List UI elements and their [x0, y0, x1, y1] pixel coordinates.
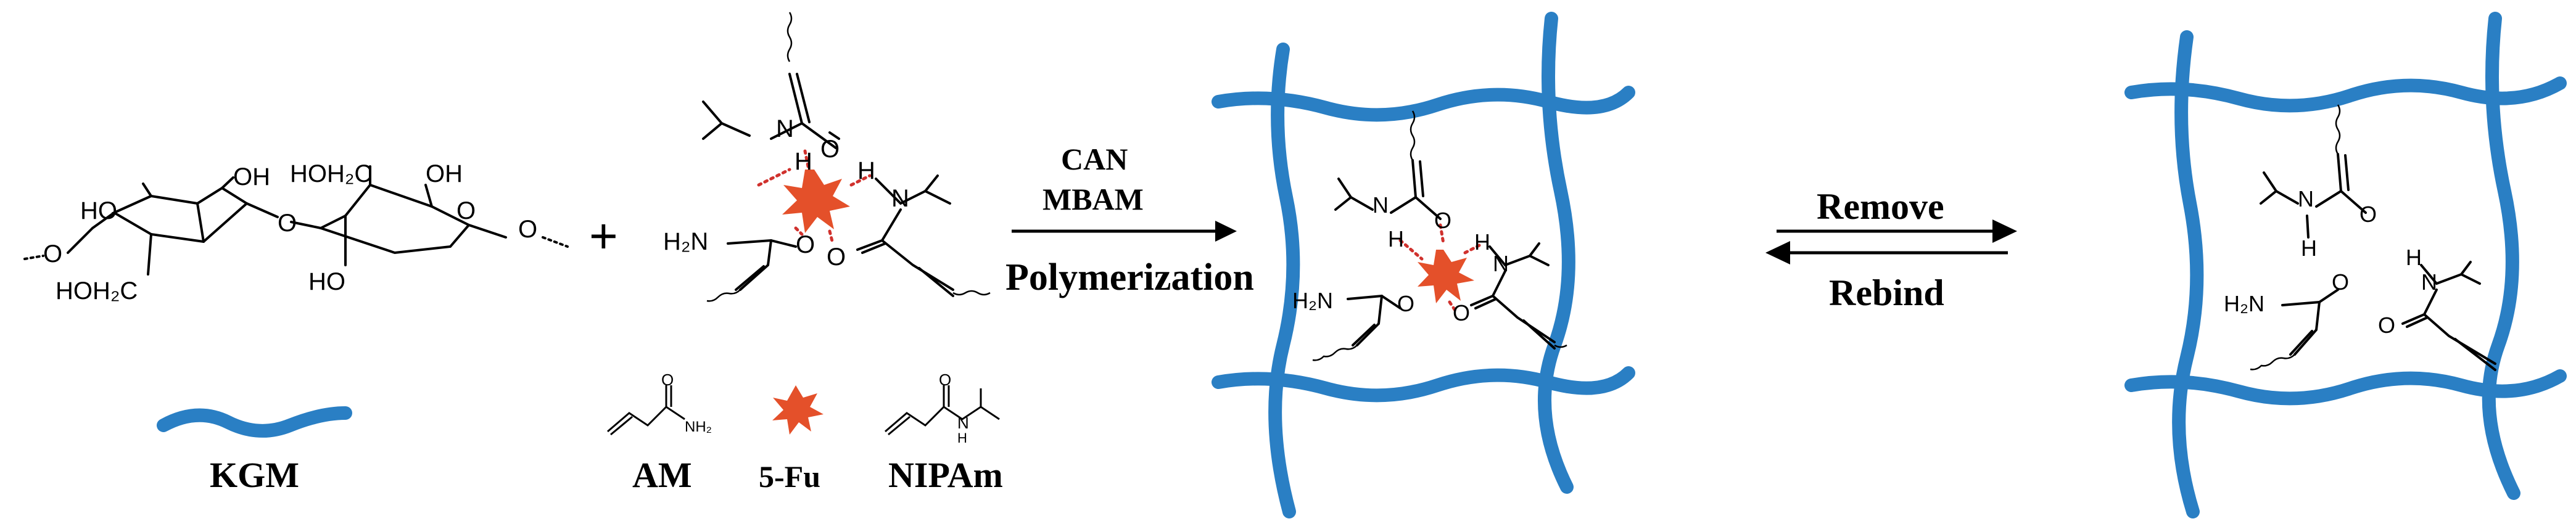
network1-fiber-bottom — [1212, 366, 1635, 403]
kgm-ring-o: O — [456, 197, 476, 224]
network1-h2n: H₂N — [1292, 288, 1333, 313]
complex-h2n: H₂N — [663, 228, 708, 255]
complex-h-left: H — [795, 148, 812, 175]
plus-sign: + — [589, 208, 618, 263]
network1-h-left: H — [1388, 226, 1404, 252]
network2-n-left: N — [2298, 186, 2314, 211]
network1-drug-star-icon — [1418, 250, 1474, 303]
imprinted-network: N H O H N H₂N O O — [1212, 12, 1635, 518]
network1-fiber-right — [1538, 12, 1575, 494]
complex-n-right: N — [891, 185, 909, 212]
network1-o-right: O — [1453, 300, 1470, 325]
kgm-oh-ring2: OH — [426, 160, 463, 187]
kgm-hoh2c-bottom: HOH₂C — [56, 277, 138, 305]
network2-h2n: H₂N — [2224, 291, 2264, 316]
condition-can: CAN — [1061, 142, 1128, 176]
monomer-legend: O NH₂ AM 5-Fu O N H NIPAm — [607, 370, 1003, 495]
fu-star-icon — [772, 385, 824, 435]
complex-n-left: N — [776, 115, 794, 142]
nipam-h: H — [957, 430, 967, 446]
am-nh2: NH₂ — [685, 419, 712, 435]
network1-fiber-left — [1268, 43, 1300, 518]
equilibrium-arrows: Remove Rebind — [1765, 186, 2017, 313]
network2-h-left: H — [2301, 235, 2317, 261]
kgm-structure: OH HO HOH₂C OH O O HOH₂C HO O O — [23, 160, 569, 305]
kgm-fiber-icon — [157, 406, 352, 438]
kgm-glycosidic-o: O — [278, 210, 297, 237]
network1-o-top: O — [1434, 208, 1451, 233]
kgm-hoh2c-top: HOH₂C — [290, 160, 372, 187]
network2-fiber-left — [2172, 30, 2204, 518]
prepolymerization-complex: N H O H N H₂N O O — [663, 12, 991, 302]
kgm-o-left: O — [43, 240, 62, 268]
condition-polymerization: Polymerization — [1005, 256, 1254, 298]
network1-n-right: N — [1493, 251, 1509, 276]
network2-h-right: H — [2406, 245, 2422, 270]
kgm-oh-top: OH — [233, 163, 270, 190]
network1-o-left: O — [1397, 291, 1414, 316]
kgm-label: KGM — [210, 455, 299, 495]
am-oxygen: O — [661, 370, 674, 389]
nipam-label: NIPAm — [888, 455, 1003, 495]
condition-mbam: MBAM — [1042, 182, 1144, 216]
network2-o-left: O — [2332, 269, 2349, 295]
network1-n-left: N — [1373, 192, 1389, 218]
network2-o-top: O — [2359, 202, 2377, 227]
complex-o-left: O — [796, 231, 815, 258]
network1-fiber-top — [1212, 86, 1635, 122]
complex-o-top: O — [820, 136, 840, 163]
fu-label: 5-Fu — [759, 459, 820, 494]
network1-h-right: H — [1474, 229, 1490, 255]
kgm-ho-left: HO — [80, 197, 117, 224]
network2-fiber-right — [2482, 12, 2520, 500]
reaction-arrow: CAN MBAM Polymerization — [1005, 142, 1254, 298]
network2-n-right: N — [2421, 269, 2437, 295]
remove-label: Remove — [1817, 186, 1944, 227]
network2-o-right: O — [2378, 313, 2395, 338]
complex-o-right: O — [827, 244, 846, 271]
kgm-o-right: O — [518, 216, 537, 243]
nipam-n: N — [957, 414, 969, 432]
drug-star-icon — [782, 170, 850, 233]
rebind-label: Rebind — [1829, 272, 1944, 313]
complex-h-right: H — [857, 157, 875, 184]
imprinted-cavity-network: N H O H N H₂N O O — [2124, 12, 2567, 518]
nipam-oxygen: O — [939, 370, 951, 389]
am-label: AM — [632, 455, 692, 495]
kgm-ho-bottom: HO — [308, 268, 345, 295]
